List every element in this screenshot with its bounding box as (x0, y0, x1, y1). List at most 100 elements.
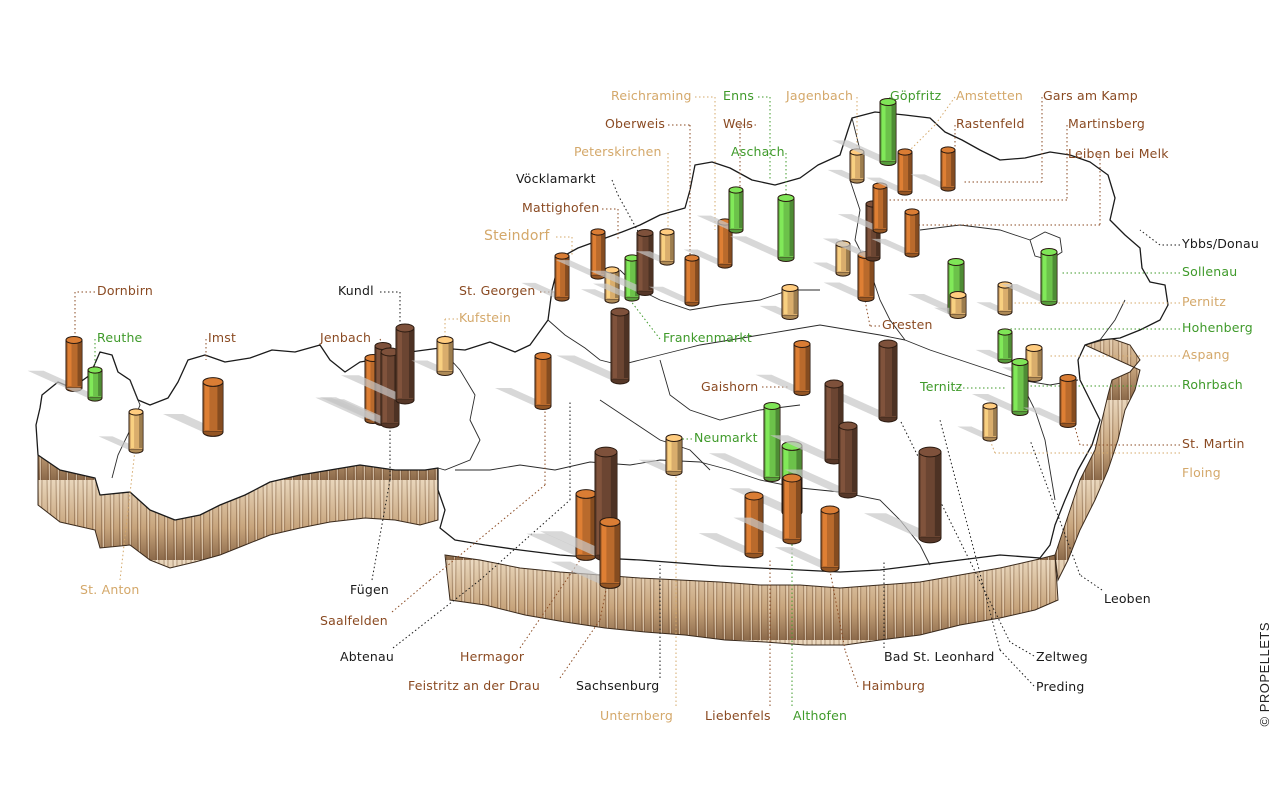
pillar-top (728, 186, 744, 194)
pillar-highlight (875, 188, 879, 228)
pillar-shade (883, 188, 886, 228)
pillar-base (684, 302, 700, 307)
pillar-base (554, 297, 570, 302)
leader-zeltweg (1009, 641, 1035, 657)
pillar (1001, 247, 1058, 306)
pillar-top (575, 489, 597, 499)
pillar-base (879, 161, 897, 166)
pillar-shade (891, 346, 896, 416)
label-zeltweg: Zeltweg (1036, 649, 1088, 664)
pillar-highlight (860, 257, 864, 296)
pillar-highlight (687, 260, 691, 301)
label-gresten: Gresten (882, 317, 933, 332)
pillar-highlight (823, 512, 827, 566)
pillar-top (604, 266, 620, 274)
copyright-notice: © PROPELLETS (1257, 622, 1272, 727)
pillar-base (87, 397, 103, 402)
pillar-highlight (868, 206, 872, 256)
pillar-base (782, 539, 802, 545)
pillar-top (665, 433, 683, 443)
pillar-top (782, 473, 802, 483)
pillar-base (904, 253, 920, 258)
pillar (871, 208, 920, 258)
pillar-highlight (1062, 380, 1066, 422)
pillar-top (820, 505, 840, 515)
pillar-top (1040, 247, 1058, 257)
pillar-top (65, 335, 83, 345)
pillar-highlight (943, 152, 947, 186)
leader-jenbach (379, 338, 384, 346)
pillar-highlight (838, 246, 842, 271)
pillar-shade (961, 297, 965, 313)
label-gaishorn: Gaishorn (701, 379, 759, 394)
pillar (824, 339, 898, 423)
pillar-base (128, 449, 144, 454)
label-bad-st-leonhard: Bad St. Leonhard (884, 649, 995, 664)
leader-fuegen (371, 479, 391, 581)
pillar-top (87, 366, 103, 374)
pillar-base (1059, 423, 1077, 428)
pillar-top (436, 335, 454, 345)
pillar-highlight (205, 384, 210, 430)
pillar-highlight (597, 454, 602, 554)
label-haimburg: Haimburg (862, 678, 926, 693)
pillar-highlight (602, 524, 607, 582)
border-lower-styria (904, 339, 1079, 386)
pillar-shade (1037, 350, 1041, 376)
leader-preding (999, 649, 1035, 687)
pillar (556, 307, 630, 385)
pillar-base (878, 417, 898, 423)
label-aspang: Aspang (1182, 347, 1230, 362)
label-aschach: Aschach (731, 144, 785, 159)
pillar-top (1025, 343, 1043, 353)
pillar-top (763, 401, 781, 411)
pillar-base (918, 537, 942, 544)
label-enns: Enns (723, 88, 755, 103)
pillar-top (1011, 357, 1029, 367)
leader-voecklamarkt (611, 179, 619, 196)
pillar-top (918, 446, 942, 458)
border-styria-burgenland (1019, 379, 1056, 501)
pillar-shade (739, 192, 742, 228)
pillar-shade (217, 384, 222, 430)
pillar (864, 446, 942, 544)
label-hohenberg: Hohenberg (1182, 320, 1253, 335)
leader-leoben (1079, 574, 1103, 591)
pillar-highlight (593, 234, 597, 274)
pillar-shade (793, 290, 797, 314)
label-hermagor: Hermagor (460, 649, 525, 664)
leader-haimburg (827, 559, 846, 651)
pillar-top (793, 339, 811, 349)
pillar-highlight (537, 358, 541, 404)
pillar-base (997, 311, 1013, 316)
label-gars-am-kamp: Gars am Kamp (1043, 88, 1138, 103)
label-dornbirn: Dornbirn (97, 283, 153, 298)
label-jenbach: Jenbach (320, 330, 372, 345)
label-oberweis: Oberweis (605, 116, 666, 131)
pillar-top (838, 421, 858, 431)
cliff-south (444, 554, 1059, 646)
pillar-shade (1008, 287, 1011, 310)
pillar-highlight (1000, 287, 1004, 310)
pillar (934, 290, 967, 319)
pillar (910, 146, 956, 192)
label-floing: Floing (1182, 465, 1221, 480)
pillar-shade (795, 480, 800, 538)
label-ternitz: Ternitz (920, 379, 963, 394)
pillar-shade (851, 428, 856, 492)
leader-saalfelden (429, 484, 546, 581)
pillar-highlight (766, 408, 770, 476)
pillar-shade (1023, 364, 1027, 410)
pillar-shade (695, 260, 698, 301)
leader-hermagor (519, 559, 581, 649)
label-rohrbach: Rohrbach (1182, 377, 1243, 392)
pillar-shade (869, 257, 873, 296)
border-districts-c (919, 224, 1031, 241)
pillar-highlight (662, 234, 666, 260)
pillar-base (835, 272, 851, 277)
pillar-top (744, 491, 764, 501)
leader-feistritz (559, 619, 601, 679)
pillar-base (865, 257, 881, 262)
pillar-base (897, 191, 913, 196)
